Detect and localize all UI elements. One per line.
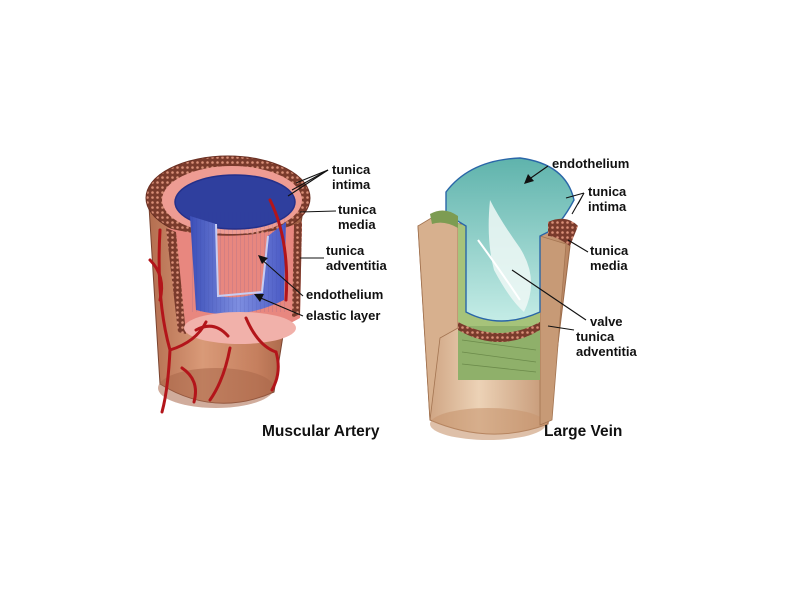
artery-label-tunica-media-1: tunica	[338, 202, 377, 217]
artery-label-tunica-intima-2: intima	[332, 177, 371, 192]
artery-label-elastic-layer: elastic layer	[306, 308, 380, 323]
vein-label-tunica-media-1: tunica	[590, 243, 629, 258]
vein-label-endothelium: endothelium	[552, 156, 629, 171]
artery-endothelium-stripes	[190, 212, 286, 312]
muscular-artery-illustration	[146, 156, 310, 412]
vein-label-tunica-adventitia-2: adventitia	[576, 344, 637, 359]
vein-label-tunica-intima-2: intima	[588, 199, 627, 214]
vein-label-valve: valve	[590, 314, 623, 329]
vein-label-tunica-media-2: media	[590, 258, 628, 273]
vein-bottom-face	[430, 408, 546, 440]
artery-labels: tunica intima tunica media tunica advent…	[306, 162, 387, 323]
artery-label-tunica-media-2: media	[338, 217, 376, 232]
artery-label-tunica-adventitia-2: adventitia	[326, 258, 387, 273]
artery-label-endothelium: endothelium	[306, 287, 383, 302]
artery-label-tunica-adventitia-1: tunica	[326, 243, 365, 258]
vein-caption: Large Vein	[544, 423, 622, 440]
artery-label-tunica-intima-1: tunica	[332, 162, 371, 177]
artery-caption: Muscular Artery	[262, 423, 380, 440]
vein-right-wall	[540, 236, 566, 425]
vein-label-tunica-intima-1: tunica	[588, 184, 627, 199]
vein-label-tunica-adventitia-1: tunica	[576, 329, 615, 344]
